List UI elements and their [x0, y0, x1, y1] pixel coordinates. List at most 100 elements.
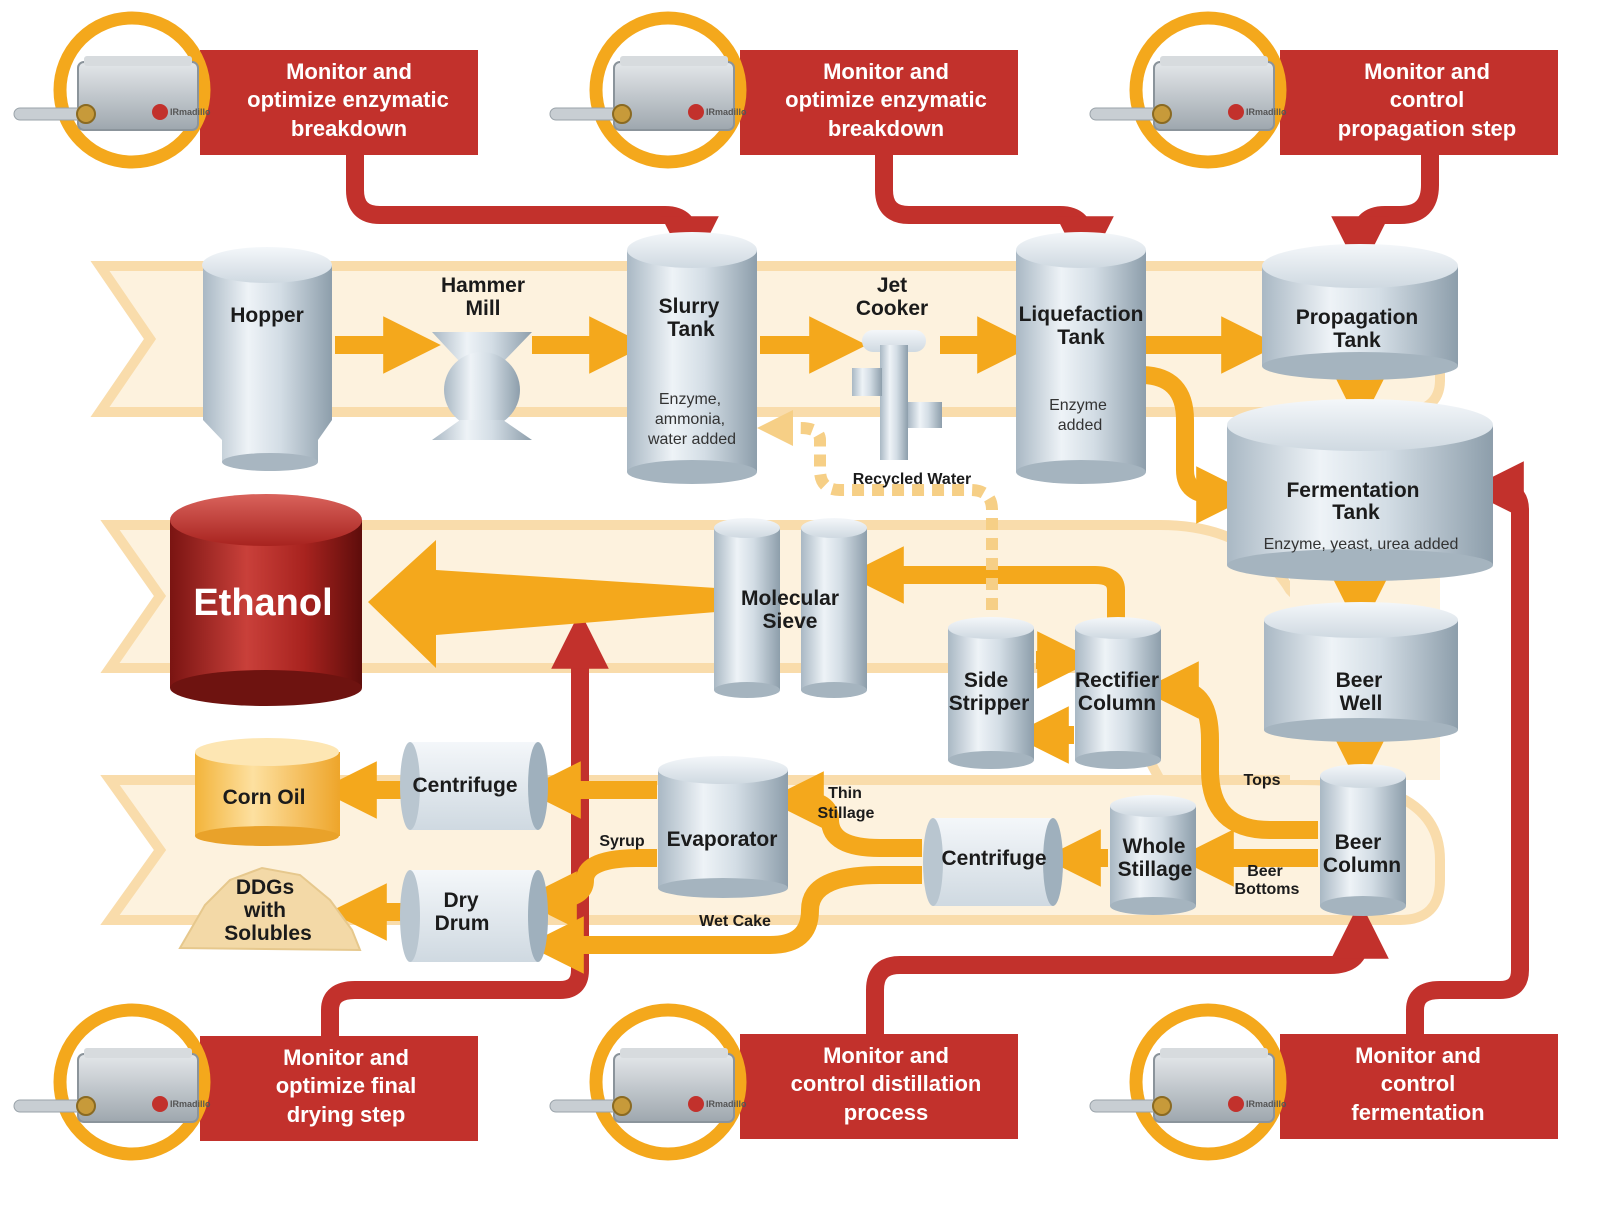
liquefaction-tank-note-1: Enzyme	[1049, 397, 1107, 414]
rectifier-column: Rectifier Column	[1075, 617, 1161, 769]
ddgs-label-1: DDGs	[236, 876, 294, 899]
flow-liquefaction-fermentation	[1139, 366, 1254, 524]
beer-bottoms-label-1: Beer	[1247, 863, 1283, 880]
irmadillo-sensor-icon: IRmadillo	[549, 1048, 747, 1123]
irmadillo-brand: IRmadillo	[706, 107, 747, 117]
monitor-line-drying	[321, 611, 609, 1040]
slurry-tank-note-3: water added	[647, 431, 736, 448]
beer-well-label-2: Well	[1340, 692, 1383, 715]
irmadillo-sensor-icon: IRmadillo	[1089, 1048, 1287, 1123]
monitor-6-line-1: Monitor and	[1355, 1043, 1481, 1068]
liquefaction-tank-label-2: Tank	[1057, 326, 1105, 349]
side-stripper-label-1: Side	[964, 669, 1008, 692]
jet-cooker-label-1: Jet	[877, 274, 907, 297]
monitor-4-line-3: drying step	[287, 1102, 406, 1127]
slurry-tank-note-1: Enzyme,	[659, 391, 721, 408]
monitor-6-line-3: fermentation	[1351, 1100, 1484, 1125]
slurry-tank: Slurry Tank Enzyme, ammonia, water added	[627, 232, 757, 484]
side-stripper-label-2: Stripper	[949, 692, 1030, 715]
hopper-label: Hopper	[230, 304, 304, 327]
jet-cooker-label-2: Cooker	[856, 297, 928, 320]
monitor-4-line-2: optimize final	[276, 1073, 417, 1098]
beer-column-label-1: Beer	[1335, 831, 1382, 854]
irmadillo-sensor-icon: IRmadillo	[13, 56, 211, 131]
beer-well-label-1: Beer	[1336, 669, 1383, 692]
whole-stillage-label-2: Stillage	[1118, 858, 1193, 881]
flow-tops	[1141, 661, 1318, 839]
molecular-sieve: Molecular Sieve	[714, 518, 867, 698]
slurry-tank-label-1: Slurry	[659, 295, 720, 318]
hammer-mill: Hammer Mill	[432, 274, 532, 440]
liquefaction-tank-note-2: added	[1058, 417, 1103, 434]
centrifuge-lower-label: Centrifuge	[942, 847, 1047, 870]
monitor-line-slurry	[346, 150, 719, 274]
molecular-sieve-label-1: Molecular	[741, 587, 839, 610]
monitor-1-line-3: breakdown	[291, 116, 407, 141]
monitor-5-line-1: Monitor and	[823, 1043, 949, 1068]
irmadillo-sensor-icon: IRmadillo	[549, 56, 747, 131]
hammer-mill-label-2: Mill	[466, 297, 501, 320]
monitor-4-line-1: Monitor and	[283, 1045, 409, 1070]
recycled-water-label: Recycled Water	[853, 471, 972, 488]
tops-label: Tops	[1243, 772, 1280, 789]
side-stripper: Side Stripper	[948, 617, 1034, 769]
monitor-3-line-1: Monitor and	[1364, 59, 1490, 84]
monitor-lines	[321, 150, 1529, 1040]
monitor-line-fermentation	[1406, 461, 1529, 1040]
slurry-tank-label-2: Tank	[667, 318, 715, 341]
beer-column: Beer Column	[1320, 764, 1406, 916]
monitor-1-line-2: optimize enzymatic	[247, 87, 449, 112]
irmadillo-brand: IRmadillo	[706, 1099, 747, 1109]
monitor-3-line-3: propagation step	[1338, 116, 1516, 141]
flow-thin-stillage	[766, 771, 922, 857]
dry-drum: Dry Drum	[400, 870, 548, 962]
jet-cooker: Jet Cooker	[852, 274, 942, 460]
irmadillo-brand: IRmadillo	[170, 107, 211, 117]
rectifier-column-label-2: Column	[1078, 692, 1156, 715]
propagation-tank-label-2: Tank	[1333, 329, 1381, 352]
molecular-sieve-label-2: Sieve	[763, 610, 818, 633]
monitor-line-distillation	[866, 901, 1389, 1040]
fermentation-tank-note: Enzyme, yeast, urea added	[1264, 536, 1459, 553]
evaporator: Evaporator	[658, 756, 788, 898]
dry-drum-label-2: Drum	[435, 912, 490, 935]
whole-stillage-label-1: Whole	[1123, 835, 1186, 858]
corn-oil-label: Corn Oil	[223, 786, 306, 809]
centrifuge-upper-label: Centrifuge	[413, 774, 518, 797]
irmadillo-sensor-icon: IRmadillo	[1089, 56, 1287, 131]
centrifuge-lower: Centrifuge	[923, 818, 1063, 906]
ddgs-label-3: Solubles	[224, 922, 312, 945]
flow-rectifier-sieve	[846, 546, 1125, 620]
flow-syrup	[519, 849, 657, 929]
irmadillo-sensor-icon: IRmadillo	[13, 1048, 211, 1123]
monitor-5-line-3: process	[844, 1100, 928, 1125]
hammer-mill-label-1: Hammer	[441, 274, 525, 297]
monitor-2-line-2: optimize enzymatic	[785, 87, 987, 112]
monitor-callout-5: IRmadillo Monitor and control distillati…	[549, 1003, 1018, 1161]
syrup-label: Syrup	[599, 833, 645, 850]
flow-wet-cake	[526, 866, 922, 974]
monitor-callout-1: IRmadillo Monitor and optimize enzymatic…	[13, 11, 478, 169]
monitor-5-line-2: control distillation	[791, 1071, 982, 1096]
irmadillo-brand: IRmadillo	[1246, 107, 1287, 117]
monitor-callout-4: IRmadillo Monitor and optimize final dry…	[13, 1003, 478, 1161]
dry-drum-label-1: Dry	[443, 889, 478, 912]
monitor-2-line-1: Monitor and	[823, 59, 949, 84]
irmadillo-brand: IRmadillo	[170, 1099, 211, 1109]
fermentation-tank: Fermentation Tank Enzyme, yeast, urea ad…	[1227, 399, 1493, 581]
evaporator-label: Evaporator	[667, 828, 778, 851]
ddgs-label-2: with	[243, 899, 286, 922]
irmadillo-brand: IRmadillo	[1246, 1099, 1287, 1109]
ethanol-label: Ethanol	[193, 582, 332, 624]
beer-well: Beer Well	[1264, 602, 1458, 742]
monitor-line-liquefaction	[875, 150, 1114, 274]
thin-stillage-label-2: Stillage	[818, 805, 875, 822]
ethanol-output-arrow	[368, 540, 716, 668]
centrifuge-upper: Centrifuge	[400, 742, 548, 830]
rectifier-column-label-1: Rectifier	[1075, 669, 1159, 692]
hopper: Hopper	[202, 247, 332, 471]
propagation-tank-label-1: Propagation	[1296, 306, 1419, 329]
beer-column-label-2: Column	[1323, 854, 1401, 877]
liquefaction-tank: Liquefaction Tank Enzyme added	[1016, 232, 1146, 484]
monitor-2-line-3: breakdown	[828, 116, 944, 141]
